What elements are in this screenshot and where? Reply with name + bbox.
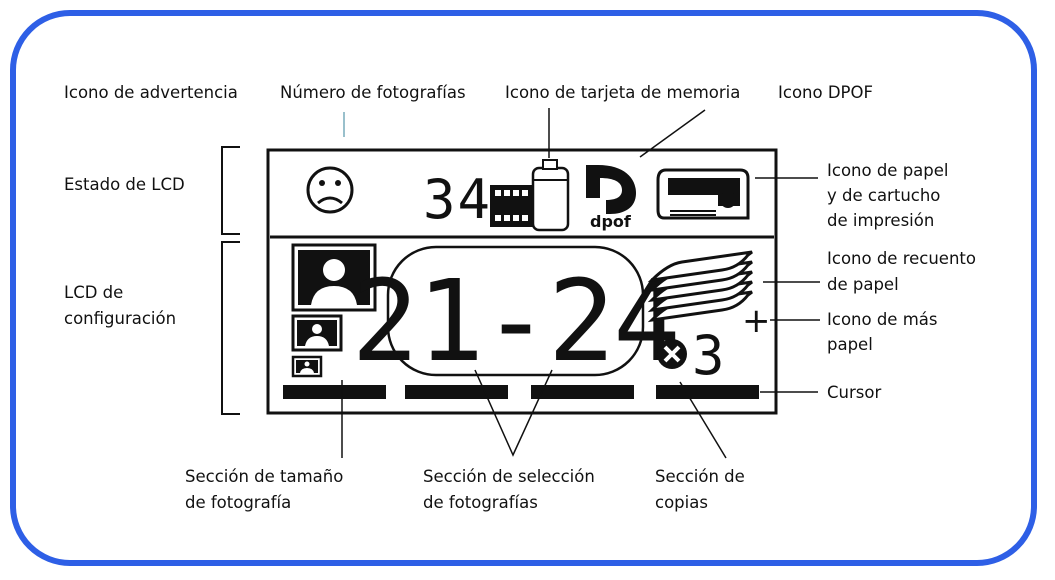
- copies-icon: [657, 339, 687, 369]
- cursor-bars: [283, 385, 759, 399]
- lcd-status-bracket: [221, 146, 240, 235]
- label-paper-cartridge-3: de impresión: [827, 211, 934, 230]
- copies-pointer: [679, 381, 727, 459]
- label-photo-selection-1: Sección de selección: [423, 467, 595, 486]
- label-dpof-icon: Icono DPOF: [778, 83, 873, 102]
- paper-cartridge-icon: [656, 168, 750, 220]
- label-more-paper-1: Icono de más: [827, 310, 937, 329]
- dpof-icon: dpof: [586, 165, 636, 231]
- label-memory-card-icon: Icono de tarjeta de memoria: [505, 83, 740, 102]
- label-more-paper-2: papel: [827, 335, 873, 354]
- label-lcd-config-2: configuración: [64, 309, 176, 328]
- label-photo-count: Número de fotografías: [280, 83, 466, 102]
- label-paper-cartridge-2: y de cartucho: [827, 186, 940, 205]
- dpof-pointer: [639, 109, 706, 158]
- label-copies-1: Sección de: [655, 467, 745, 486]
- label-paper-cartridge-1: Icono de papel: [827, 161, 949, 180]
- label-paper-count-1: Icono de recuento: [827, 249, 976, 268]
- selection-range-digits: 21-24: [351, 257, 678, 387]
- label-lcd-config-1: LCD de: [64, 283, 123, 302]
- lcd-config-bracket: [221, 241, 240, 415]
- label-photo-selection-2: de fotografías: [423, 493, 538, 512]
- label-photo-size-1: Sección de tamaño: [185, 467, 343, 486]
- warning-icon: [306, 166, 354, 214]
- label-paper-count-2: de papel: [827, 275, 899, 294]
- label-warning-icon: Icono de advertencia: [64, 83, 238, 102]
- selection-window: [386, 245, 645, 377]
- label-copies-2: copias: [655, 493, 708, 512]
- rounded-frame: [10, 10, 1037, 566]
- more-paper-plus: +: [742, 301, 771, 341]
- memory-card-icon: [490, 159, 570, 232]
- label-photo-size-2: de fotografía: [185, 493, 291, 512]
- paper-count-icon: [647, 250, 753, 323]
- copies-digit: 3: [692, 324, 725, 387]
- dpof-text: dpof: [590, 212, 632, 231]
- photo-count-digits: 34: [423, 168, 492, 231]
- label-lcd-status: Estado de LCD: [64, 175, 185, 194]
- photo-size-icons: [291, 243, 377, 378]
- photo-selection-pointer: [474, 369, 553, 457]
- label-cursor: Cursor: [827, 383, 881, 402]
